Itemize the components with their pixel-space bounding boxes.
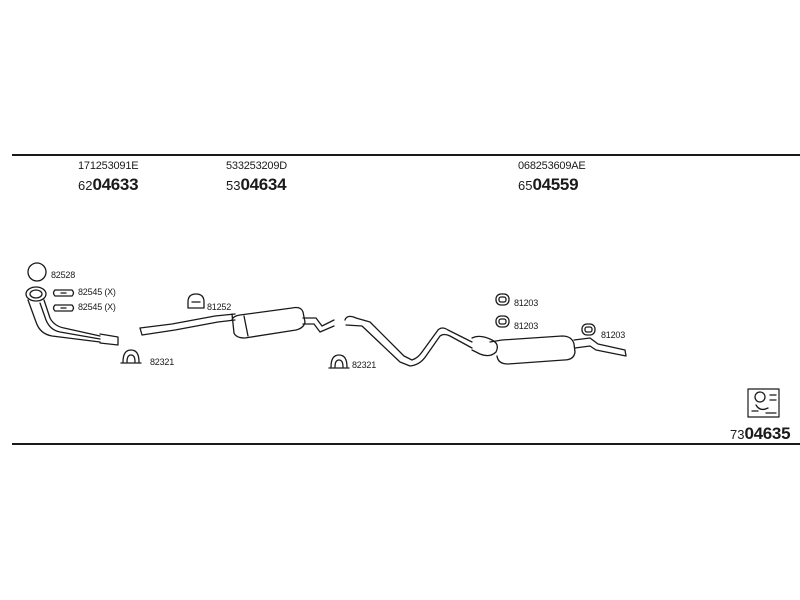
front-pipe-drawing — [25, 286, 119, 346]
part-main: 04559 — [532, 175, 579, 194]
part-main: 04635 — [744, 424, 791, 443]
rubber-hanger-icon — [581, 323, 596, 336]
gasket-ring-icon — [27, 262, 47, 282]
part-number-rear-silencer: 6504559 — [518, 175, 579, 195]
rubber-hanger-icon — [495, 315, 510, 328]
oe-number-middle-silencer: 533253209D — [226, 160, 288, 172]
oe-number-front-pipe: 171253091E — [78, 160, 139, 172]
part-number-middle-silencer: 5304634 — [226, 175, 287, 195]
bottom-rule — [12, 443, 800, 445]
part-prefix: 65 — [518, 178, 533, 193]
label-clamp-a: 82545 (X) — [78, 287, 116, 297]
part-main: 04633 — [92, 175, 139, 194]
mounting-kit-icon — [747, 388, 780, 418]
top-rule — [12, 154, 800, 156]
bolt-clamp-icon — [52, 304, 75, 312]
part-main: 04634 — [240, 175, 287, 194]
label-clamp-b: 82545 (X) — [78, 302, 116, 312]
label-rubber-b: 81203 — [514, 321, 539, 331]
label-hanger-mid: 81252 — [207, 302, 232, 312]
oe-number-rear-silencer: 068253609AE — [518, 160, 586, 172]
u-clamp-icon — [328, 354, 350, 369]
label-clamp-d: 82321 — [352, 360, 377, 370]
rubber-hanger-icon — [495, 293, 510, 306]
part-prefix: 62 — [78, 178, 93, 193]
middle-silencer-drawing — [139, 306, 335, 339]
u-clamp-icon — [120, 349, 142, 364]
part-number-front-pipe: 6204633 — [78, 175, 139, 195]
rear-silencer-drawing — [344, 315, 627, 367]
label-gasket: 82528 — [51, 270, 76, 280]
bolt-clamp-icon — [52, 289, 75, 297]
rubber-hanger-icon — [187, 293, 205, 309]
label-clamp-c: 82321 — [150, 357, 175, 367]
part-prefix: 73 — [730, 427, 745, 442]
part-prefix: 53 — [226, 178, 241, 193]
part-number-mounting-kit: 7304635 — [730, 424, 791, 444]
label-rubber-c: 81203 — [601, 330, 626, 340]
label-rubber-a: 81203 — [514, 298, 539, 308]
